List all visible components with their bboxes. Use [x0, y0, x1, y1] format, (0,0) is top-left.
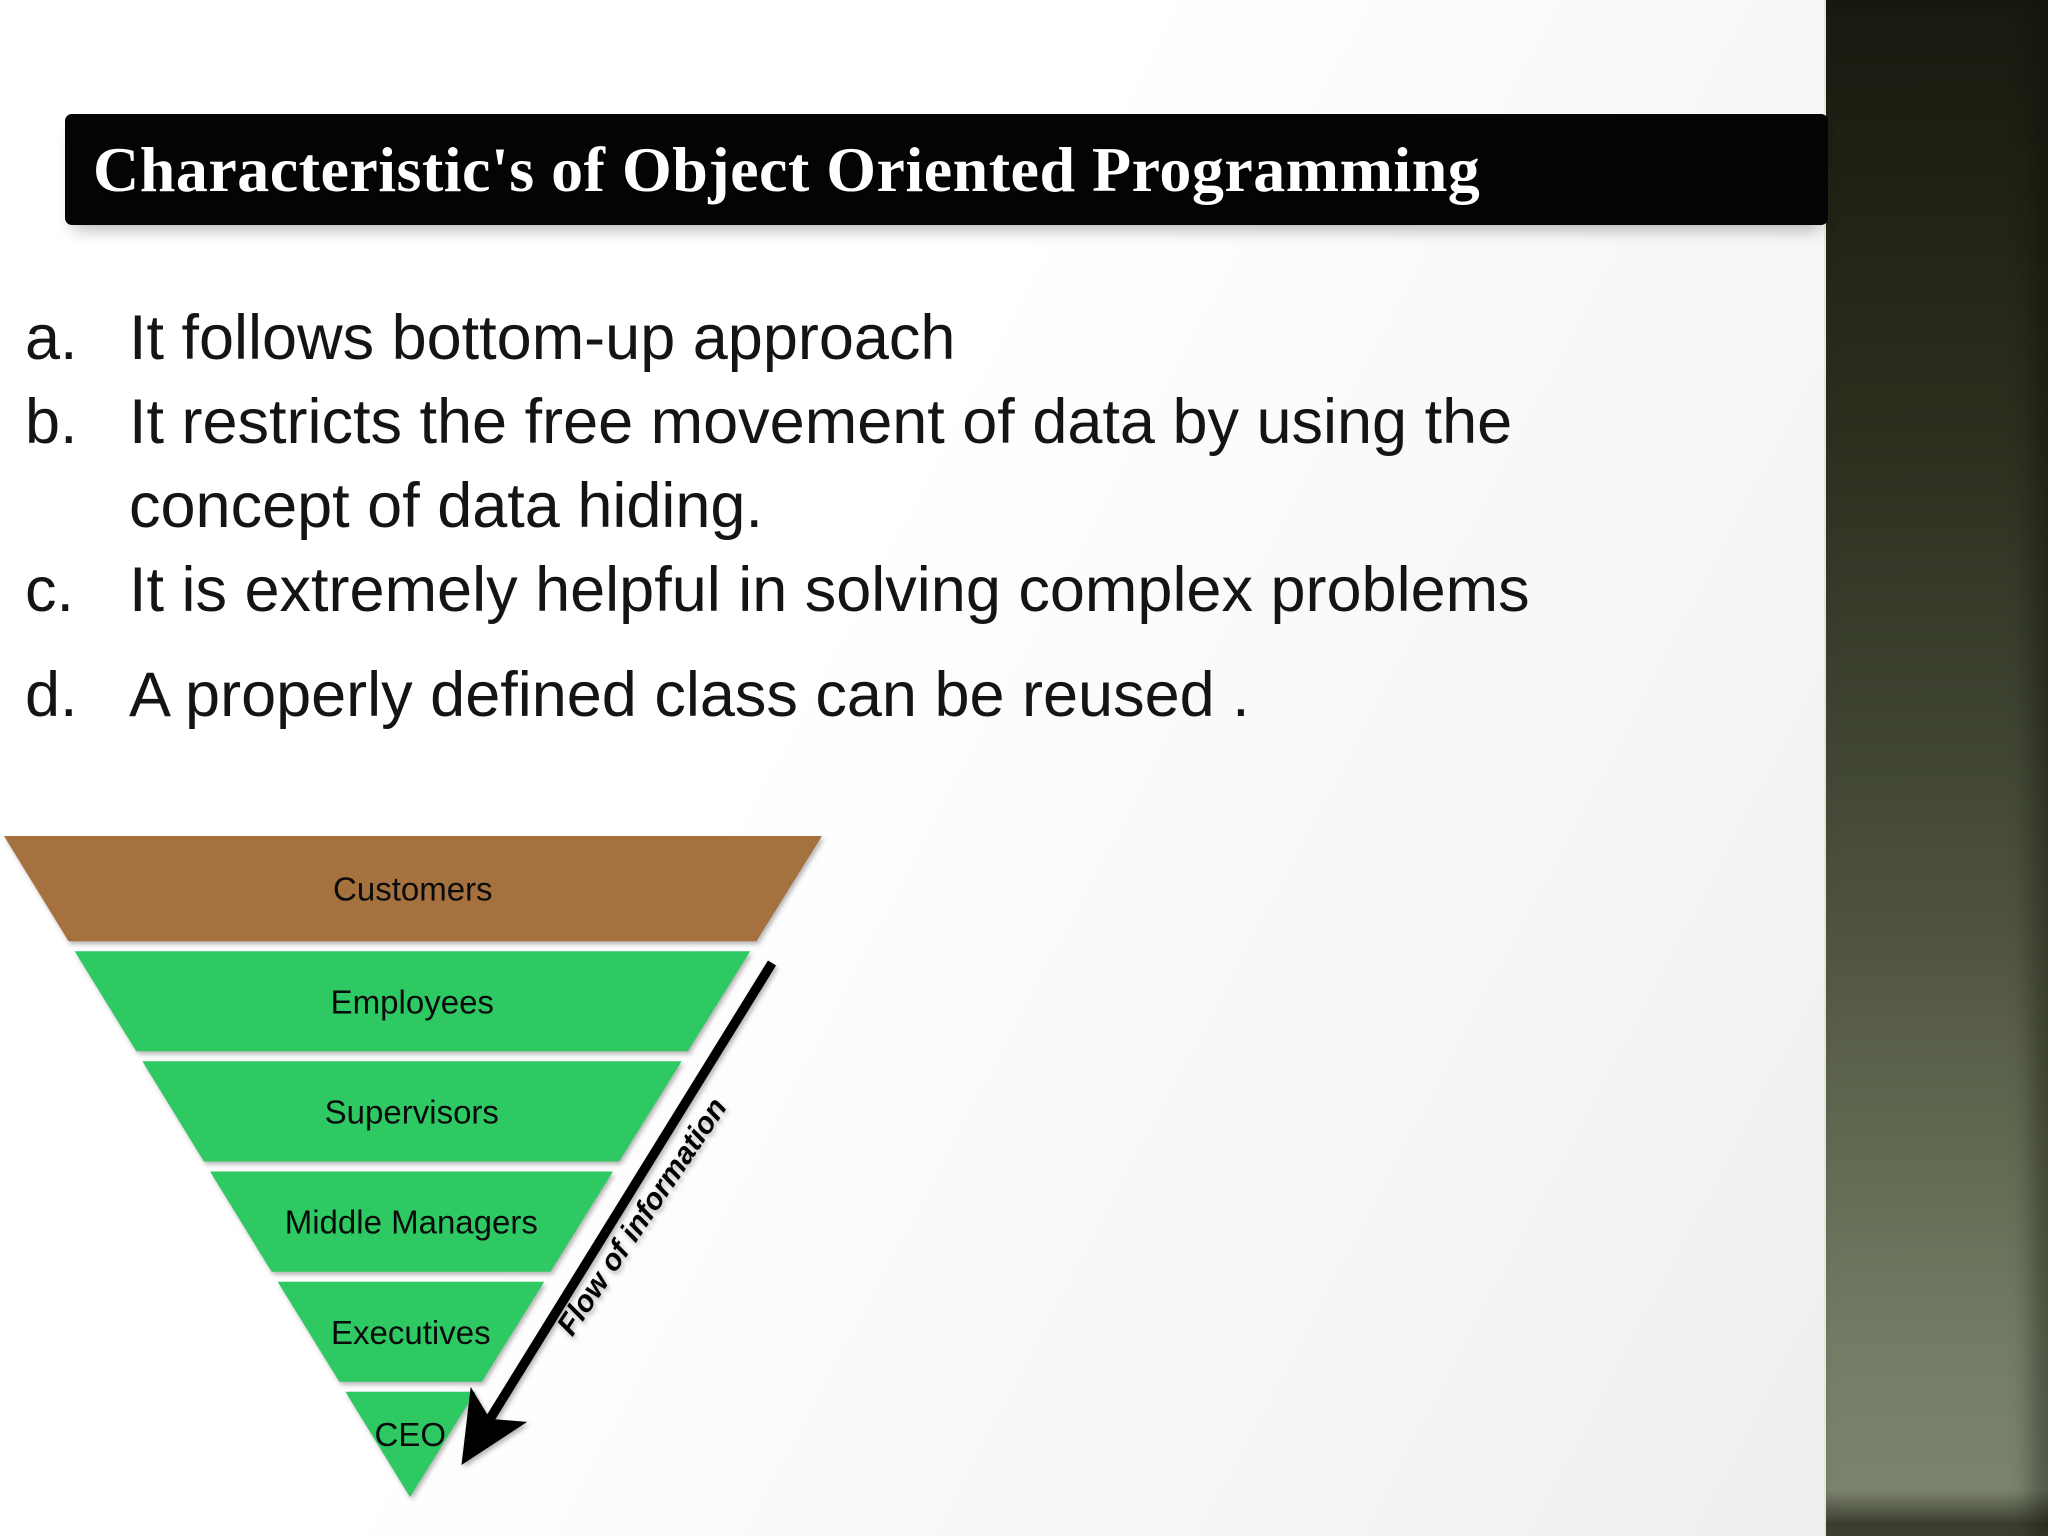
pyramid-level-customers: [4, 836, 822, 942]
list-marker: c.: [25, 555, 75, 625]
list-item: a. It follows bottom-up approach: [25, 296, 1820, 380]
pyramid-level-label: Supervisors: [325, 1093, 499, 1130]
list-marker: d.: [25, 660, 78, 730]
pyramid-level-supervisors: [142, 1061, 682, 1162]
list-line: It is extremely helpful in solving compl…: [129, 555, 1530, 625]
pyramid-level-label: Employees: [331, 983, 494, 1020]
pyramid-level-employees: [74, 951, 751, 1052]
list-line: A properly defined class can be reused .: [129, 660, 1250, 730]
slide-title: Characteristic's of Object Oriented Prog…: [93, 133, 1481, 205]
pyramid-level-label: Middle Managers: [285, 1204, 538, 1241]
list-marker: b.: [25, 387, 78, 457]
list-item: d. A properly defined class can be reuse…: [25, 653, 1820, 737]
list-item: c. It is extremely helpful in solving co…: [25, 548, 1820, 632]
list-line: It restricts the free movement of data b…: [129, 387, 1513, 457]
pyramid-level-ceo: [345, 1391, 476, 1497]
pyramid-level-label: Customers: [333, 871, 493, 908]
title-bar: Characteristic's of Object Oriented Prog…: [65, 114, 1828, 225]
pyramid-level-middle-managers: [210, 1171, 613, 1272]
pyramid-level-label: CEO: [375, 1416, 447, 1453]
pyramid-level-label: Executives: [331, 1314, 491, 1351]
characteristics-list: a. It follows bottom-up approach b. It r…: [25, 296, 1820, 737]
list-marker: a.: [25, 303, 78, 373]
list-line: concept of data hiding.: [129, 471, 763, 541]
list-line: It follows bottom-up approach: [129, 303, 956, 373]
flow-of-information-arrow: [461, 960, 777, 1465]
pyramid-level-executives: [277, 1281, 545, 1382]
list-item: b. It restricts the free movement of dat…: [25, 380, 1820, 548]
side-gradient-strip: [1824, 0, 2048, 1536]
